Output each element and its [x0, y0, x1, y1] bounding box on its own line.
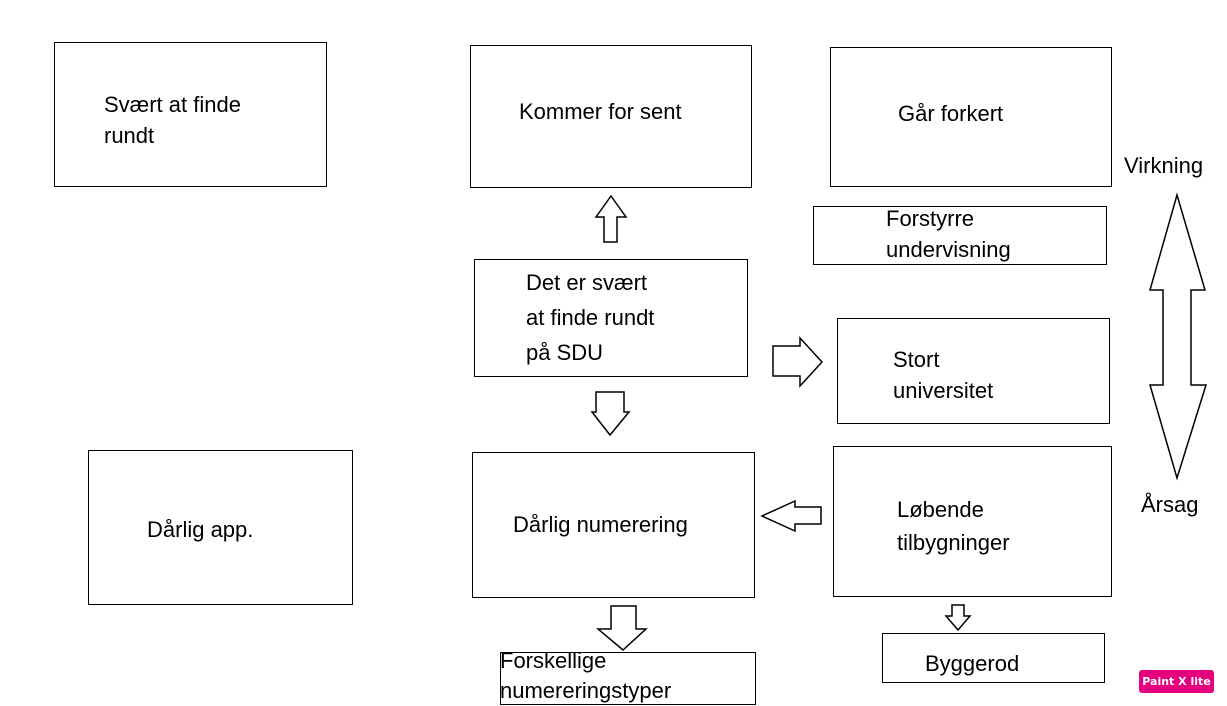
arrow-down-to-numerering	[590, 391, 631, 437]
arrow-right-to-stort	[772, 336, 824, 388]
text-loebende-line1: Løbende	[897, 497, 984, 522]
text-forskellige-line1: Forskellige	[500, 648, 607, 673]
box-loebende-tilbygninger	[833, 446, 1112, 597]
box-center-problem	[474, 259, 748, 377]
text-svaert-line1: Svært at finde	[104, 92, 241, 117]
box-forskellige-numereringstyper	[500, 652, 756, 705]
text-stort-line2: universitet	[893, 378, 994, 403]
text-center-line3: på SDU	[526, 340, 604, 365]
box-forstyrre-undervisning	[813, 206, 1107, 265]
text-daarlig-numerering: Dårlig numerering	[513, 512, 688, 537]
text-byggerod: Byggerod	[925, 651, 1020, 676]
label-virkning: Virkning	[1124, 153, 1204, 178]
text-forskellige-line2: numereringstyper	[500, 678, 672, 703]
box-gaar-forkert	[830, 47, 1112, 187]
text-forstyrre-line2: undervisning	[886, 237, 1011, 262]
box-daarlig-numerering	[472, 452, 755, 598]
text-svaert-line2: rundt	[104, 123, 155, 148]
text-forstyrre-line1: Forstyrre	[886, 206, 974, 231]
text-stort-line1: Stort	[893, 347, 940, 372]
text-kommer-for-sent: Kommer for sent	[519, 99, 682, 124]
text-center-line1: Det er svært	[526, 270, 648, 295]
text-daarlig-app: Dårlig app.	[147, 517, 254, 542]
box-daarlig-app	[88, 450, 353, 605]
arrow-double-virkning-aarsag	[1149, 192, 1208, 481]
text-gaar-forkert: Går forkert	[898, 101, 1004, 126]
text-loebende-line2: tilbygninger	[897, 530, 1010, 555]
paint-x-lite-watermark: Paint X lite	[1139, 670, 1214, 693]
arrow-left-to-numerering	[760, 499, 822, 533]
box-kommer-for-sent	[470, 45, 752, 188]
text-center-line2: at finde rundt	[526, 305, 655, 330]
arrow-down-to-forskellige	[595, 605, 648, 651]
arrow-down-to-byggerod	[944, 604, 972, 632]
box-byggerod	[882, 633, 1105, 683]
arrow-up-to-kommer	[594, 194, 628, 243]
box-stort-universitet	[837, 318, 1110, 424]
label-aarsag: Årsag	[1141, 492, 1199, 517]
box-svaert-at-finde-rundt	[54, 42, 327, 187]
